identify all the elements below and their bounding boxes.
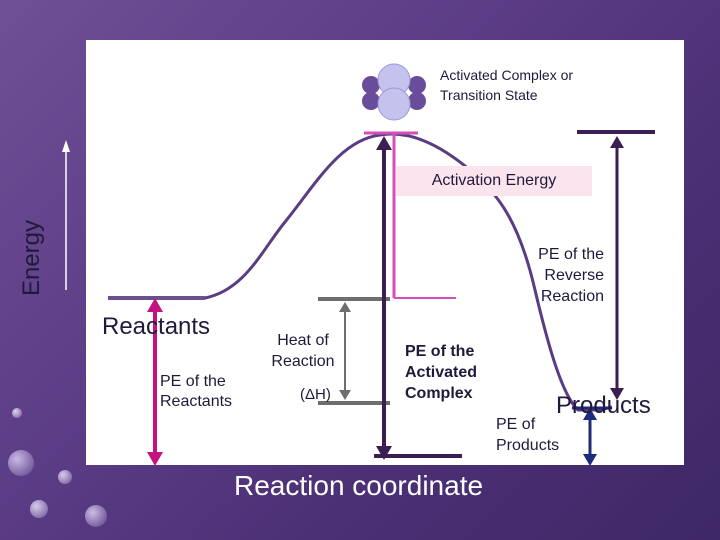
pe-reactants-arrowhead-top xyxy=(147,298,163,312)
pe-activated-arrowhead-bottom xyxy=(376,446,392,460)
heat-of-reaction-label: Heat of Reaction xyxy=(271,332,335,370)
background-bubble xyxy=(8,450,34,476)
products-label: Products xyxy=(556,392,651,419)
pe-reactants-arrowhead-bottom xyxy=(147,452,163,466)
activated-complex-label: Activated Complex or Transition State xyxy=(440,67,574,103)
reaction-curve xyxy=(108,132,613,412)
pe-reverse-arrowhead-top xyxy=(610,136,624,148)
pe-activated-complex-label: PE of the Activated Complex xyxy=(405,343,478,402)
heat-arrowhead-bottom xyxy=(339,390,351,400)
energy-axis-label: Energy xyxy=(18,219,45,297)
background-bubble xyxy=(85,505,107,527)
energy-axis-arrowhead xyxy=(62,140,70,152)
pe-reverse-arrowhead-bottom xyxy=(610,388,624,400)
background-bubble xyxy=(58,470,72,484)
delta-h-label: (ΔH) xyxy=(300,386,331,403)
pe-activated-arrowhead-top xyxy=(376,136,392,150)
reactants-label: Reactants xyxy=(102,313,211,340)
pe-products-arrowhead-top xyxy=(583,408,597,420)
background-bubble xyxy=(30,500,48,518)
pe-products-arrowhead-bottom xyxy=(583,454,597,466)
activation-energy-label: Activation Energy xyxy=(396,166,592,196)
pe-products-label: PE of Products xyxy=(496,416,560,454)
activated-complex-molecule-icon xyxy=(362,63,426,121)
pe-reverse-label: PE of the Reverse Reaction xyxy=(538,246,604,305)
pe-reactants-label: PE of the Reactants xyxy=(160,373,233,410)
reaction-coordinate-label: Reaction coordinate xyxy=(234,470,484,501)
background-bubble xyxy=(12,408,22,418)
heat-arrowhead-top xyxy=(339,302,351,312)
